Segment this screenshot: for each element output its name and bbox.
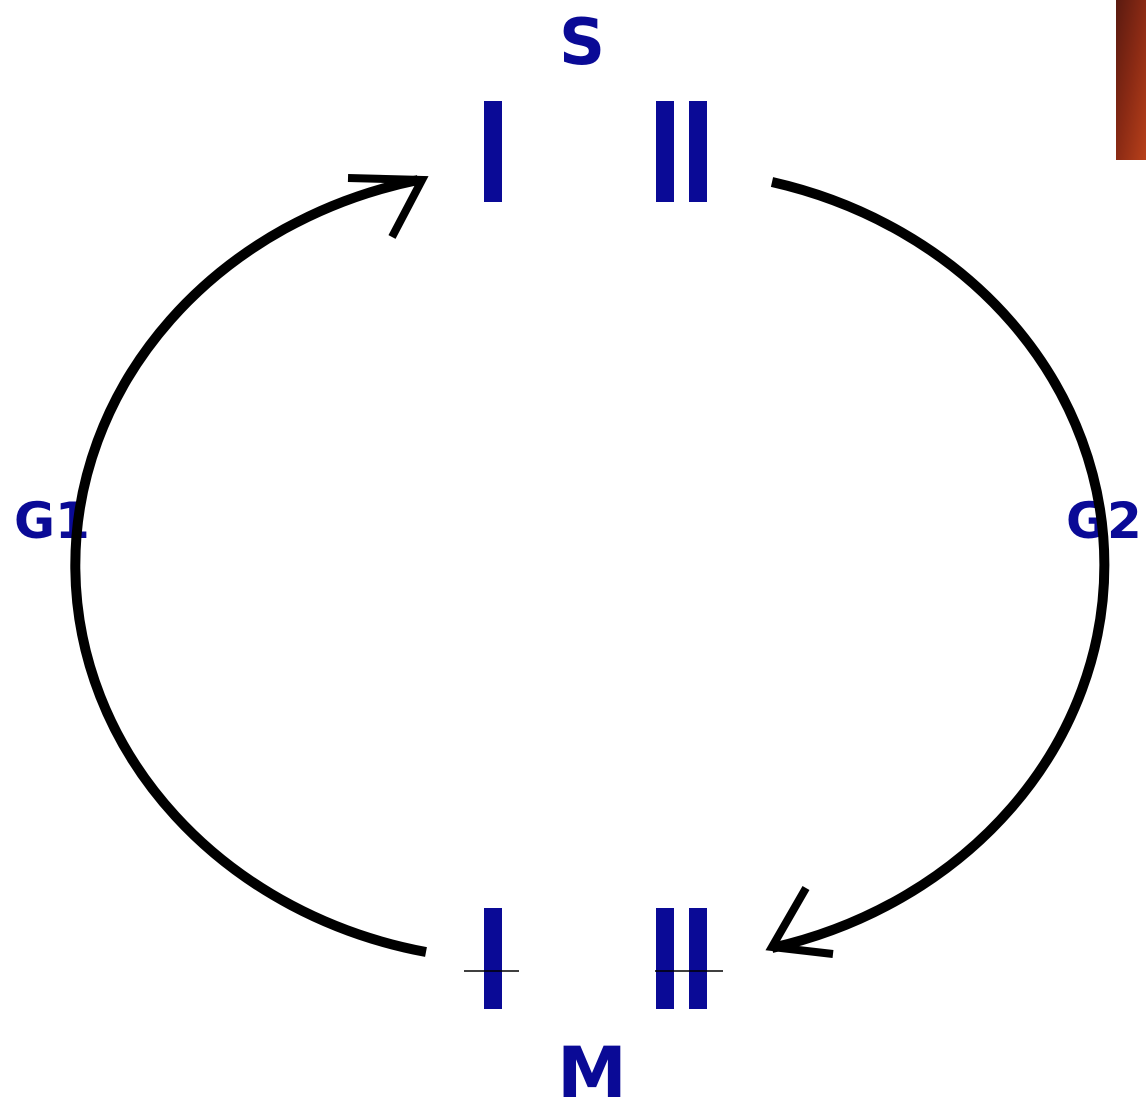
phase-label-s: S [559, 6, 605, 80]
chromosome-double-top [656, 101, 707, 202]
chromosome-single-top [484, 101, 502, 202]
arrow-g1-head [347, 174, 429, 239]
arrow-g1-arc [70, 175, 427, 957]
phase-label-m: M [557, 1032, 627, 1103]
corner-image [1116, 0, 1146, 160]
arrow-g2-arc [770, 177, 1110, 953]
chromosome-double-bottom [655, 908, 723, 1009]
arrow-g2-head [765, 886, 834, 958]
chromosome-single-bottom [464, 908, 519, 1009]
